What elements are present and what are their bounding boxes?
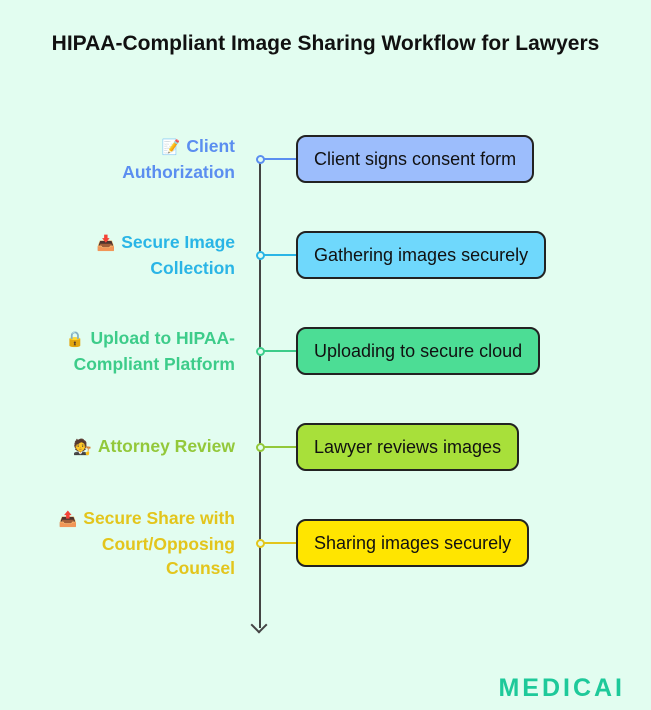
- step-description-box: Gathering images securely: [296, 231, 547, 279]
- step-label-line: Authorization: [122, 162, 235, 182]
- medicai-logo: MEDICAI: [498, 674, 625, 702]
- step-description-box: Uploading to secure cloud: [296, 327, 541, 375]
- step-label-line: Court/Opposing: [101, 534, 235, 554]
- connector-line: [264, 350, 296, 352]
- connector-line: [264, 446, 296, 448]
- step-label: 🧑‍⚖️ Attorney Review: [73, 434, 235, 460]
- connector-line: [264, 254, 296, 256]
- step-label-line: Counsel: [165, 558, 235, 578]
- step-label-line: Secure Image: [121, 232, 235, 252]
- step-description: Sharing images securely: [314, 532, 512, 553]
- step-description: Uploading to secure cloud: [314, 340, 523, 361]
- step-description: Client signs consent form: [314, 148, 517, 169]
- judge-icon: 🧑‍⚖️: [73, 439, 92, 456]
- memo-icon: 📝: [161, 139, 181, 156]
- step-description: Lawyer reviews images: [314, 436, 502, 457]
- step-description-box: Sharing images securely: [296, 519, 530, 567]
- step-description-box: Lawyer reviews images: [296, 423, 520, 471]
- connector-line: [264, 542, 296, 544]
- step-label-line: Secure Share with: [83, 508, 235, 528]
- step-label-line: Attorney Review: [97, 436, 235, 456]
- step-label-line: Collection: [150, 258, 235, 278]
- diagram-title: HIPAA-Compliant Image Sharing Workflow f…: [51, 32, 600, 55]
- arrow-down-icon: [250, 616, 268, 634]
- step-label-line: Compliant Platform: [73, 354, 235, 374]
- step-label: 🔒 Upload to HIPAA- Compliant Platform: [66, 326, 235, 376]
- outbox-tray-icon: 📤: [58, 511, 78, 528]
- inbox-tray-icon: 📥: [96, 235, 116, 252]
- step-description-box: Client signs consent form: [296, 135, 535, 183]
- lock-icon: 🔒: [65, 331, 85, 348]
- timeline-spine: [259, 156, 261, 628]
- step-label-line: Client: [186, 136, 235, 156]
- step-label-line: Upload to HIPAA-: [90, 328, 235, 348]
- connector-line: [264, 158, 296, 160]
- step-description: Gathering images securely: [314, 244, 529, 265]
